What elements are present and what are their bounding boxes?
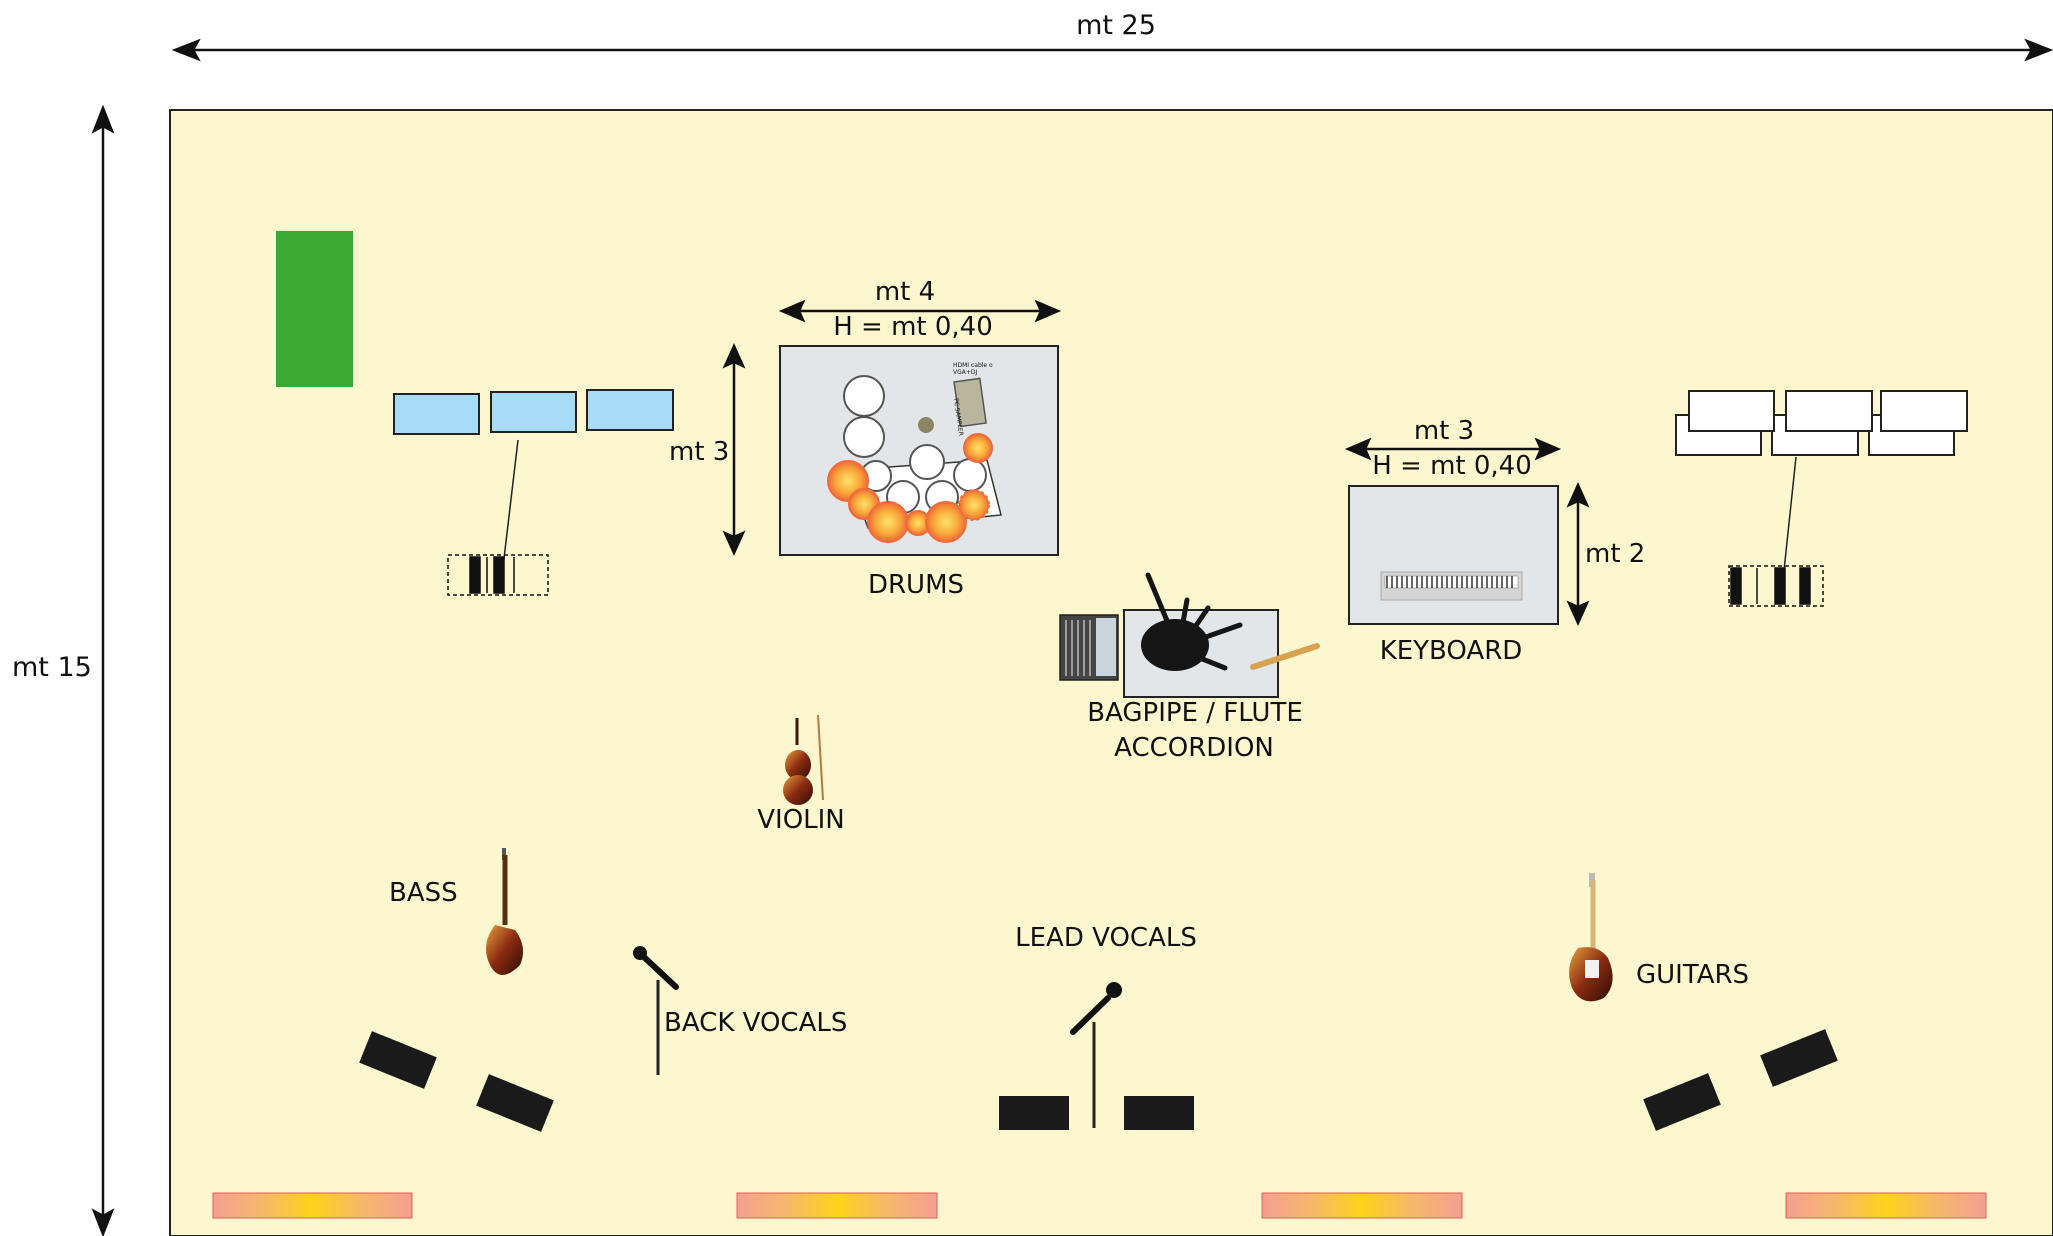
keyboard-riser bbox=[1348, 485, 1559, 625]
drums-height-label: H = mt 0,40 bbox=[833, 312, 993, 342]
drum-kit-icon bbox=[827, 375, 1002, 543]
lead-vocals-mic-icon bbox=[1070, 982, 1122, 1128]
bass-amp-cabinets bbox=[393, 389, 674, 435]
stage-height-arrow bbox=[91, 104, 115, 1236]
drums-width-label: mt 4 bbox=[874, 277, 936, 307]
keyboard-icon bbox=[1380, 571, 1523, 601]
drums-width-arrow bbox=[778, 299, 1062, 323]
back-vocals-mic-icon bbox=[633, 946, 679, 1075]
keyboard-label: KEYBOARD bbox=[1379, 636, 1523, 666]
violin-label: VIOLIN bbox=[757, 805, 845, 835]
stage-width-arrow bbox=[171, 38, 2053, 62]
monitor-guitar-2 bbox=[1760, 1029, 1838, 1087]
front-light-4 bbox=[1785, 1192, 1987, 1219]
drums-depth-arrow bbox=[722, 342, 746, 557]
keyboard-depth-label: mt 2 bbox=[1585, 539, 1646, 569]
electric-guitar-icon bbox=[1569, 873, 1613, 1002]
drums-label: DRUMS bbox=[867, 570, 965, 600]
drums-depth-label: mt 3 bbox=[669, 437, 730, 467]
guitar-amp-cable bbox=[1782, 456, 1797, 581]
bagpipe-label-line2: ACCORDION bbox=[1114, 733, 1274, 763]
stage-height-label: mt 15 bbox=[12, 652, 92, 683]
green-block bbox=[276, 231, 353, 387]
lead-vocals-label: LEAD VOCALS bbox=[1015, 923, 1197, 953]
bass-di-box-icon bbox=[447, 554, 549, 596]
front-lights bbox=[212, 1192, 1987, 1219]
front-light-1 bbox=[212, 1192, 413, 1219]
bagpipe-label-line1: BAGPIPE / FLUTE bbox=[1087, 698, 1303, 728]
keyboard-height-label: H = mt 0,40 bbox=[1372, 451, 1532, 481]
guitars-label: GUITARS bbox=[1636, 960, 1750, 990]
front-light-2 bbox=[736, 1192, 938, 1219]
keyboard-depth-arrow bbox=[1566, 481, 1590, 627]
monitor-guitar-1 bbox=[1643, 1073, 1721, 1131]
accordion-icon bbox=[1059, 614, 1119, 681]
monitor-lead-left bbox=[999, 1096, 1069, 1130]
bass-guitar-icon bbox=[486, 848, 524, 975]
bass-amp-cable bbox=[502, 439, 519, 568]
keyboard-width-arrow bbox=[1344, 437, 1562, 461]
back-vocals-label: BACK VOCALS bbox=[664, 1008, 848, 1038]
violin-icon bbox=[783, 714, 824, 805]
monitor-lead-right bbox=[1124, 1096, 1194, 1130]
guitar-di-box-icon bbox=[1728, 565, 1824, 607]
front-light-3 bbox=[1261, 1192, 1463, 1219]
bass-label: BASS bbox=[389, 878, 458, 908]
drums-cable-note: HDMI cable o VGA+DJ bbox=[953, 362, 993, 376]
monitor-bass-2 bbox=[476, 1074, 554, 1132]
bagpipe-icon bbox=[1141, 572, 1243, 671]
flute-icon bbox=[1250, 643, 1320, 670]
guitar-amp-cabinets bbox=[1675, 390, 1968, 456]
floor-monitors bbox=[359, 1029, 1838, 1132]
keyboard-width-label: mt 3 bbox=[1413, 416, 1475, 446]
stage-width-label: mt 25 bbox=[1076, 10, 1156, 41]
monitor-bass-1 bbox=[359, 1031, 437, 1089]
